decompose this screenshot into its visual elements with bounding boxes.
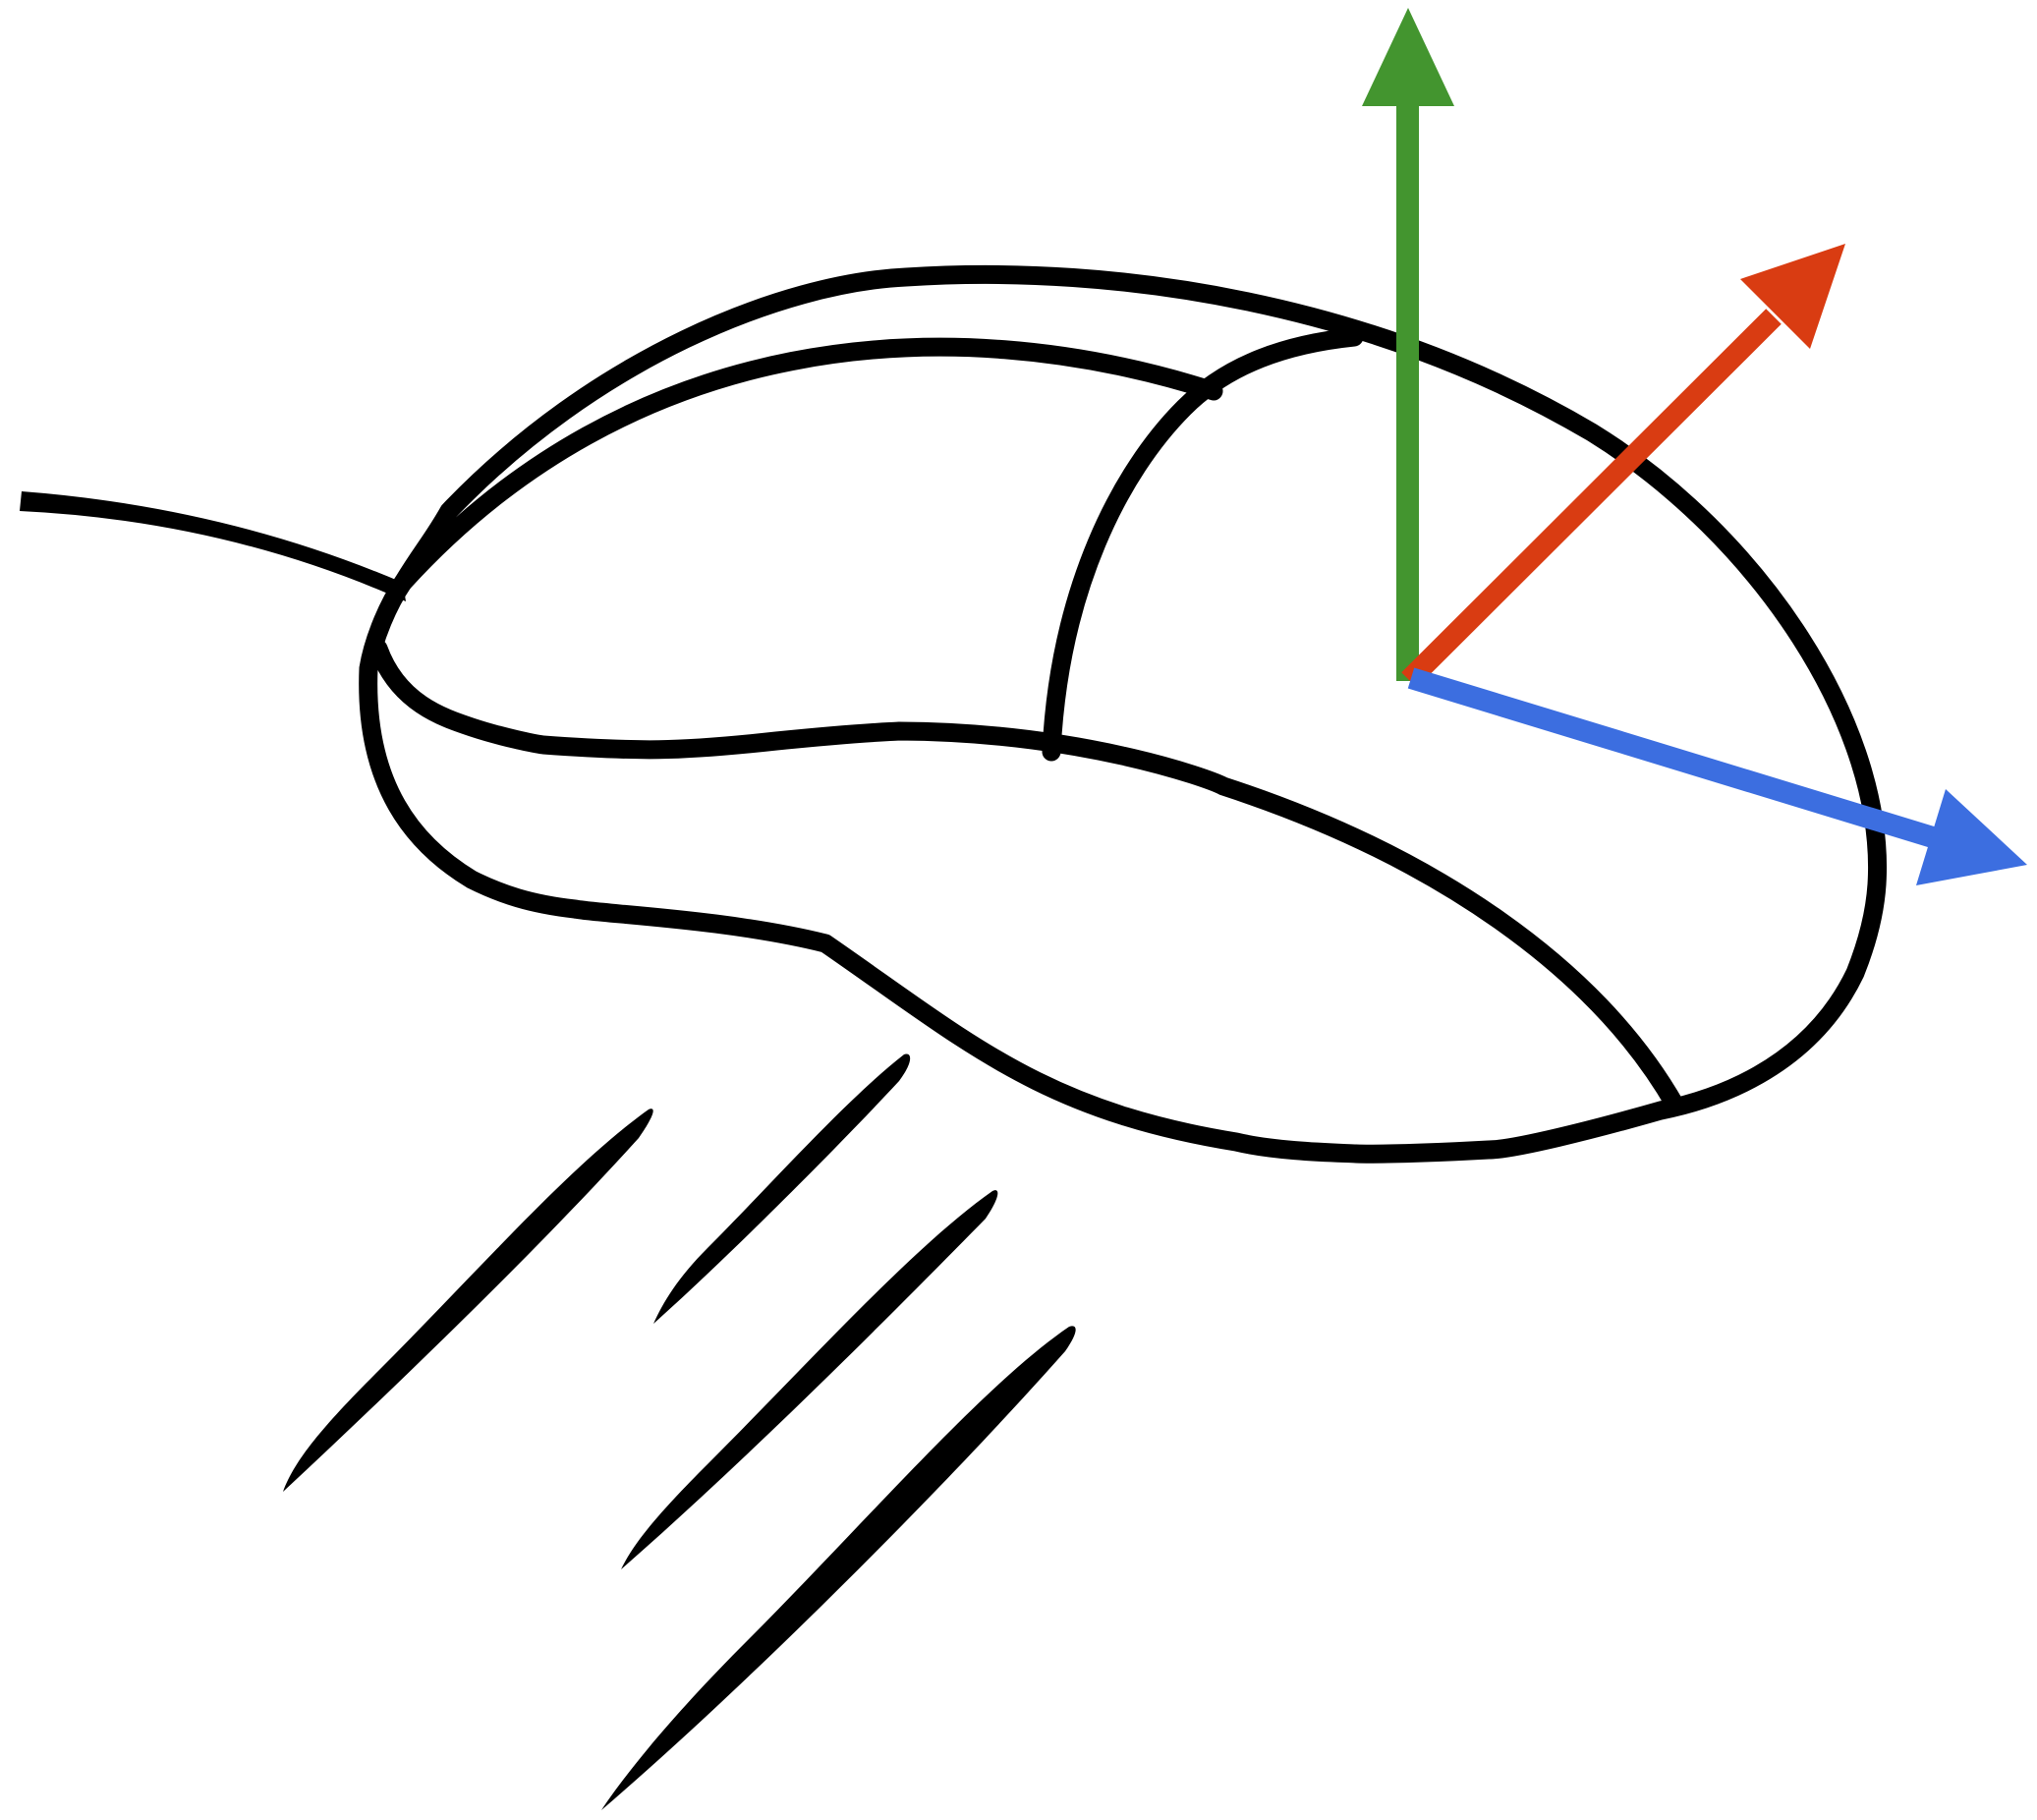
mouse-body-icon: [359, 264, 1888, 1164]
x-axis-arrow: [1407, 667, 2027, 885]
motion-streak-icon: [283, 1053, 1076, 1810]
z-axis-arrow: [1401, 244, 1845, 688]
mouse-cable-icon: [20, 491, 406, 601]
y-axis-arrow: [1362, 8, 1454, 681]
coordinate-axes: [1362, 8, 2027, 885]
